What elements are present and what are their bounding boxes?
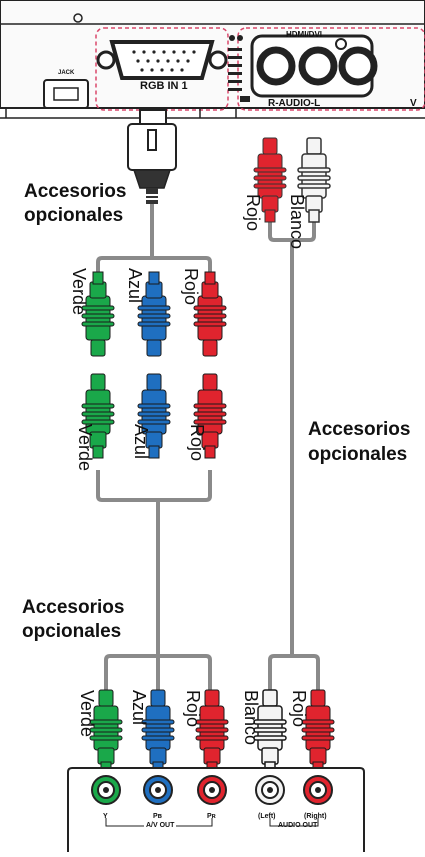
label-rojo-audio-bottom: Rojo xyxy=(289,690,309,728)
label-rojo-audio-top: Rojo xyxy=(243,194,263,232)
av-out-label: A/V OUT xyxy=(146,822,175,829)
jack-label-left: (Left) xyxy=(258,813,276,820)
label-azul-middle: Azul xyxy=(131,424,151,460)
label-blanco-bottom: Blanco xyxy=(241,690,261,746)
accessories-top-line1: Accesorios xyxy=(24,181,127,202)
jack-y xyxy=(91,775,121,805)
jack-pb xyxy=(143,775,173,805)
jack-pr xyxy=(197,775,227,805)
audio-out-label: AUDIO OUT xyxy=(278,822,318,829)
vga-plug xyxy=(127,109,177,204)
cables xyxy=(96,204,320,690)
label-verde-middle: Verde xyxy=(75,424,95,472)
accessories-bottom-line2: opcionales xyxy=(22,621,122,642)
label-azul-bottom: Azul xyxy=(129,690,149,726)
label-rojo-upper: Rojo xyxy=(181,268,201,306)
rgb-port-highlight xyxy=(95,27,229,111)
jack-label-pb: Pʙ xyxy=(153,813,162,820)
label-rojo-bottom: Rojo xyxy=(183,690,203,728)
jack-label-y: Y xyxy=(103,813,108,820)
accessories-top-line2: opcionales xyxy=(24,205,124,226)
label-verde-upper: Verde xyxy=(69,268,89,316)
audio-port-highlight xyxy=(237,27,425,111)
vga-port xyxy=(96,40,228,80)
partial-port-label: V xyxy=(410,98,417,109)
audio-port-label: R-AUDIO-L xyxy=(268,98,321,109)
label-azul-upper: Azul xyxy=(125,268,145,304)
audio-ports xyxy=(250,34,378,98)
label-blanco-audio-top: Blanco xyxy=(287,194,307,250)
accessories-right-line2: opcionales xyxy=(308,444,408,465)
hdmi-label: HDMI/DVI xyxy=(286,30,322,39)
label-rojo-middle: Rojo xyxy=(187,424,207,462)
projector-panel xyxy=(0,0,425,119)
jack-right xyxy=(303,775,333,805)
accessories-right-line1: Accesorios xyxy=(308,419,411,440)
jack-label-right: (Right) xyxy=(304,813,327,820)
accessories-bottom-line1: Accesorios xyxy=(22,597,125,618)
small-port-label: JACK xyxy=(58,70,75,76)
jack-label-pr: Pʀ xyxy=(207,813,216,820)
rgb-port-label: RGB IN 1 xyxy=(140,80,188,92)
source-device xyxy=(67,767,365,852)
jack-left xyxy=(255,775,285,805)
label-verde-bottom: Verde xyxy=(77,690,97,738)
